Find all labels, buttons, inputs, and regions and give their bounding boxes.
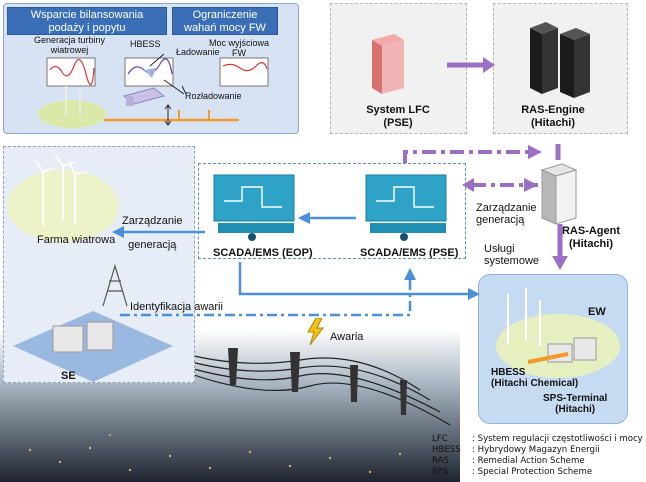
wind-farm-label: Farma wiatrowa — [37, 234, 116, 246]
ras-agent-server-icon — [540, 163, 578, 225]
legend-abbr: SPS — [432, 467, 449, 477]
legend-row: HBESS : Hybrydowy Magazyn Energii — [432, 445, 643, 456]
legend-desc: : Remedial Action Scheme — [472, 456, 585, 466]
legend-desc: : Hybrydowy Magazyn Energii — [472, 445, 600, 455]
fault-label: Awaria — [330, 331, 364, 343]
fault-id-label: Identyfikacja awarii — [130, 301, 223, 313]
ras-engine-label: RAS-Engine (Hitachi) — [521, 104, 585, 129]
hbess-label: HBESS — [130, 39, 161, 49]
ras-agent-label: RAS-Agent (Hitachi) — [561, 225, 621, 250]
wind-generation-label: Generacja turbiny wiatrowej — [34, 35, 106, 55]
legend-row: SPS : Special Protection Scheme — [432, 467, 643, 478]
se-label: SE — [61, 370, 76, 382]
legend-row: RAS : Remedial Action Scheme — [432, 456, 643, 467]
ew-graphics — [496, 288, 620, 378]
scada-box — [198, 163, 466, 259]
legend-abbr: RAS — [432, 456, 449, 466]
legend-desc: : System regulacji częstotliwości i mocy — [472, 434, 643, 444]
balancing-support-header: Wsparcie bilansowania podaży i popytu — [7, 7, 167, 35]
ras-engine-server-icon — [530, 22, 590, 98]
discharging-label: Rozładowanie — [185, 91, 242, 101]
benefits-panel: Wsparcie bilansowania podaży i popytu Og… — [3, 3, 299, 134]
scada-pse-icon — [365, 174, 447, 241]
scada-pse-label: SCADA/EMS (PSE) — [360, 247, 459, 259]
lfc-server-icon — [372, 34, 404, 94]
generation-region-graphics — [7, 153, 173, 382]
fw-fluctuation-header: Ograniczenie wahań mocy FW — [172, 7, 278, 35]
system-services-label: Usługi systemowe — [484, 243, 540, 267]
lfc-label: System LFC (PSE) — [366, 104, 430, 129]
fault-lightning-icon — [307, 318, 325, 346]
legend-row: LFC : System regulacji częstotliwości i m… — [432, 434, 643, 445]
legend-abbr: LFC — [432, 434, 448, 444]
gen-mgmt-right-label: Zarządzanie generacją — [476, 202, 537, 226]
ew-label: EW — [588, 306, 606, 318]
scada-eop-icon — [213, 174, 295, 241]
fw-output-label: Moc wyjściowa FW — [209, 38, 270, 58]
sps-terminal-label: SPS-Terminal (Hitachi) — [543, 393, 608, 415]
gen-mgmt-left-label: Zarządzanie generacją — [122, 215, 183, 251]
legend-abbr: HBESS — [432, 445, 461, 455]
legend-desc: : Special Protection Scheme — [472, 467, 593, 477]
scada-eop-label: SCADA/EMS (EOP) — [213, 247, 313, 259]
panel-graphics — [38, 53, 269, 128]
legend: LFC : System regulacji częstotliwości i m… — [432, 434, 643, 478]
hbess-chem-label: HBESS (Hitachi Chemical) — [491, 367, 579, 389]
charging-label: Ładowanie — [176, 47, 220, 57]
lfc-to-ras-arrow — [447, 57, 495, 73]
